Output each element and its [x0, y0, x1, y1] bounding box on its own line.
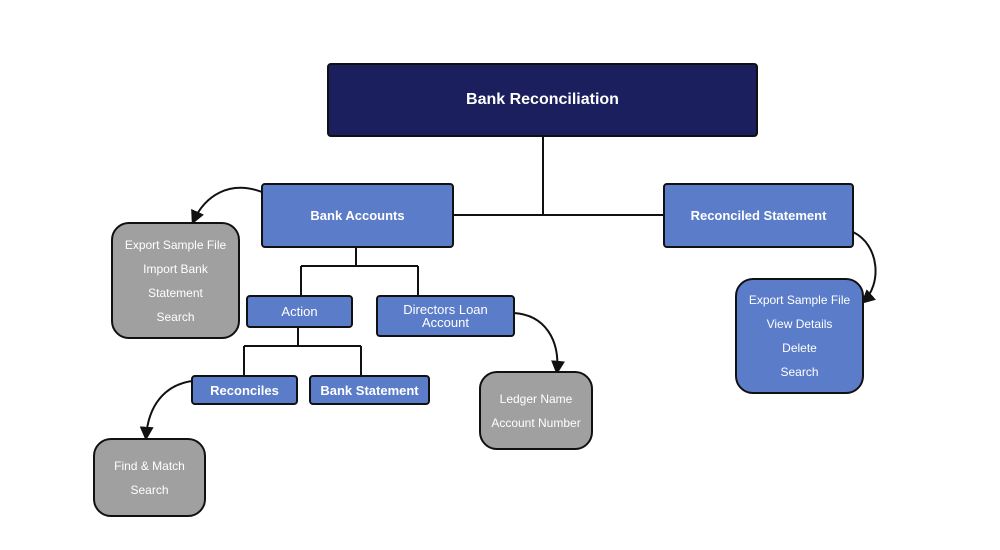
node-bank-accounts-label: Bank Accounts	[310, 208, 405, 223]
arrow-reconciles-menu	[139, 380, 193, 441]
node-directors-loan-label-line1: Directors Loan	[403, 302, 488, 317]
node-bank-statement-label: Bank Statement	[320, 382, 419, 398]
node-action-label: Action	[281, 304, 318, 319]
menu-item-export-sample-file: Export Sample File	[124, 237, 227, 252]
menu-item-search: Search	[130, 482, 169, 497]
directors-loan-menu: Ledger Name Account Number	[479, 371, 593, 450]
arrow-directors-menu	[513, 312, 566, 375]
node-directors-loan-label-line2: Account	[422, 315, 469, 330]
menu-item-search: Search	[780, 365, 819, 379]
node-bank-reconciliation-label: Bank Reconciliation	[466, 91, 619, 108]
node-bank-accounts: Bank Accounts	[261, 183, 454, 248]
arrow-reconciled-menu	[852, 231, 877, 304]
node-reconciled-statement-label: Reconciled Statement	[690, 208, 827, 223]
menu-item-find-match: Find & Match	[114, 458, 185, 473]
node-reconciles-label: Reconciles	[210, 382, 279, 398]
node-reconciled-statement: Reconciled Statement	[663, 183, 854, 248]
menu-item-delete: Delete	[782, 341, 817, 355]
node-reconciles: Reconciles	[191, 375, 298, 405]
reconciled-statement-menu: Export Sample File View Details Delete S…	[735, 278, 864, 394]
menu-item-account-number: Account Number	[491, 415, 581, 430]
bank-accounts-menu: Export Sample File Import Bank Statement…	[111, 222, 240, 339]
node-action: Action	[246, 295, 353, 328]
node-bank-reconciliation: Bank Reconciliation	[327, 63, 758, 137]
menu-item-ledger-name: Ledger Name	[499, 391, 573, 406]
arrow-bank-accounts-menu	[191, 186, 263, 225]
node-bank-statement: Bank Statement	[309, 375, 430, 405]
node-directors-loan-account: Directors Loan Account	[376, 295, 515, 337]
menu-item-statement: Statement	[148, 285, 203, 300]
menu-item-import-bank: Import Bank	[143, 261, 208, 276]
menu-item-search: Search	[156, 309, 195, 324]
menu-item-view-details: View Details	[766, 317, 833, 331]
reconciles-menu: Find & Match Search	[93, 438, 206, 517]
menu-item-export-sample-file: Export Sample File	[748, 293, 851, 307]
